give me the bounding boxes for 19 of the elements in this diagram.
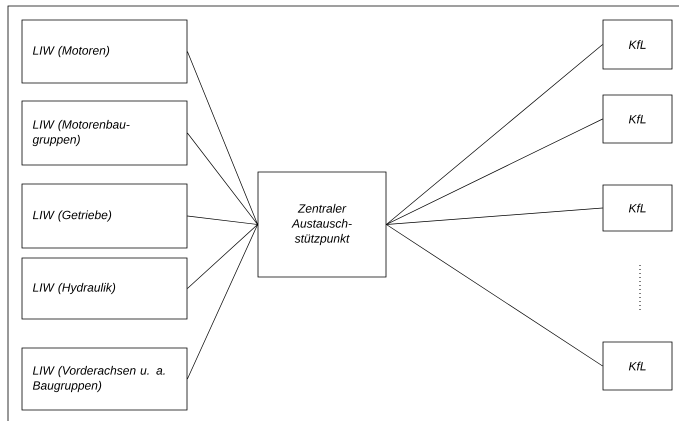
box: LIW (Vorderachsen u. a. Baugruppen): [22, 348, 188, 410]
line: [187, 224, 258, 289]
box: KfL: [602, 94, 672, 144]
line: [386, 224, 603, 366]
line: [187, 216, 258, 225]
line: [187, 224, 258, 380]
box: Zentraler Austausch- stützpunkt: [258, 172, 386, 278]
box: KfL: [602, 342, 672, 390]
line: [187, 132, 258, 225]
box: KfL: [602, 184, 672, 232]
line: [386, 118, 603, 225]
box: LIW (Hydraulik): [22, 258, 188, 320]
box: LIW (Getriebe): [22, 184, 188, 248]
line: [386, 44, 603, 225]
box: LIW (Motorenbau- gruppen): [22, 100, 188, 166]
box: KfL: [602, 20, 672, 70]
line: [386, 208, 603, 225]
line: [187, 51, 258, 225]
box: LIW (Motoren): [22, 20, 188, 84]
